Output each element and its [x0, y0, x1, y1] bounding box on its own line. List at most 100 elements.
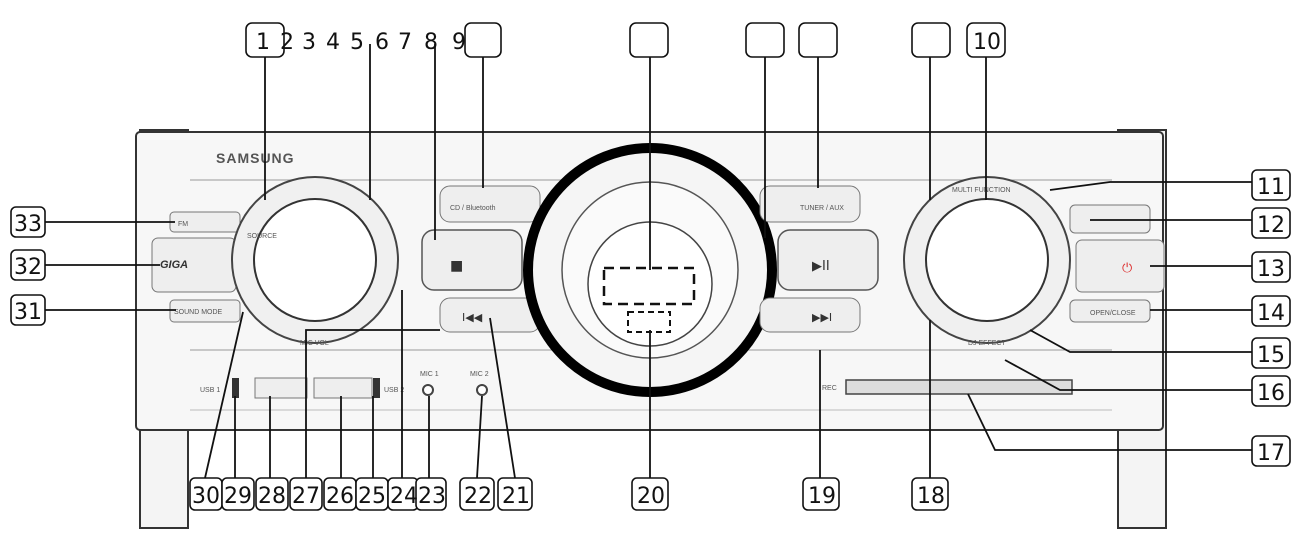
callout-box: [1251, 435, 1291, 467]
callout-box: [629, 22, 669, 58]
callout-box: [1251, 375, 1291, 407]
callout-4: 4: [326, 30, 340, 55]
volume-knob[interactable]: [253, 198, 377, 322]
callout-10: 10: [973, 30, 1001, 55]
usb-rec-area: [254, 377, 308, 399]
play-pause-button[interactable]: [777, 229, 879, 291]
callout-3: 3: [302, 30, 316, 55]
callout-box: [464, 22, 502, 58]
callout-16: 16: [1257, 381, 1285, 406]
callout-11: 11: [1257, 175, 1285, 200]
right-top-button[interactable]: [1069, 204, 1151, 234]
callout-21: 21: [502, 484, 530, 509]
rec-label: REC: [822, 385, 837, 392]
callout-box: [1251, 251, 1291, 283]
callout-box: [802, 477, 840, 511]
callout-box: [798, 22, 838, 58]
callout-22: 22: [464, 484, 492, 509]
usb1-label: USB 1: [200, 387, 220, 394]
mic2-label: MIC 2: [470, 371, 489, 378]
callout-30: 30: [192, 484, 220, 509]
tuner-aux-button[interactable]: [759, 185, 861, 223]
source-label: SOURCE: [247, 233, 277, 240]
open-close-button[interactable]: [1069, 299, 1151, 323]
callout-box: [1251, 337, 1291, 369]
tuner-aux-label: TUNER / AUX: [800, 205, 844, 212]
next-button[interactable]: [759, 297, 861, 333]
callout-32: 32: [14, 255, 42, 280]
callouts-top: [245, 22, 1006, 58]
mic1-label: MIC 1: [420, 371, 439, 378]
callouts-left: [10, 206, 46, 326]
brand-logo: SAMSUNG: [216, 150, 295, 166]
usb2-label: USB 2: [384, 387, 404, 394]
next-icon: ▶▶I: [812, 311, 832, 324]
callout-box: [497, 477, 533, 511]
callout-33: 33: [14, 212, 42, 237]
callout-box: [289, 477, 323, 511]
giga-sound-label: GIGA: [160, 259, 188, 271]
cd-bluetooth-button[interactable]: [439, 185, 541, 223]
stop-button[interactable]: [421, 229, 523, 291]
callout-31: 31: [14, 300, 42, 325]
stop-icon: ■: [450, 258, 463, 274]
callout-2: 2: [280, 30, 294, 55]
callout-5: 5: [350, 30, 364, 55]
play-pause-icon: ▶II: [812, 259, 830, 274]
callout-box: [745, 22, 785, 58]
callout-19: 19: [808, 484, 836, 509]
cd-bluetooth-label: CD / Bluetooth: [450, 205, 496, 212]
callout-box: [1251, 295, 1291, 327]
mic2-jack[interactable]: [476, 384, 488, 396]
multi-function-knob[interactable]: [925, 198, 1049, 322]
power-icon: ⏻: [1122, 261, 1132, 276]
callout-17: 17: [1257, 441, 1285, 466]
callout-box: [10, 206, 46, 238]
usb-port-1[interactable]: [232, 378, 239, 398]
mic-vol-label: MIC VOL: [300, 340, 329, 347]
callout-20: 20: [637, 484, 665, 509]
disc-slot: [845, 379, 1073, 395]
callout-box: [415, 477, 447, 511]
callout-box: [631, 477, 669, 511]
callout-box: [255, 477, 289, 511]
callout-18: 18: [917, 484, 945, 509]
callout-box: [1251, 169, 1291, 201]
prev-button[interactable]: [439, 297, 541, 333]
usb-port-2[interactable]: [373, 378, 380, 398]
callout-box: [459, 477, 495, 511]
open-close-label: OPEN/CLOSE: [1090, 310, 1136, 317]
callout-26: 26: [326, 484, 354, 509]
leader-lines: [45, 44, 1252, 479]
remote-sensor: [627, 311, 671, 333]
callout-1: 1: [256, 30, 270, 55]
usb-display: [313, 377, 373, 399]
callout-27: 27: [292, 484, 320, 509]
callout-box: [1251, 207, 1291, 239]
callout-box: [966, 22, 1006, 58]
callout-box: [10, 249, 46, 281]
prev-icon: I◀◀: [462, 311, 483, 324]
multi-function-label: MULTI FUNCTION: [952, 187, 1011, 194]
callouts-right: [1251, 169, 1291, 467]
callout-9: 9: [452, 30, 466, 55]
fm-label: FM: [178, 221, 188, 228]
callout-12: 12: [1257, 213, 1285, 238]
callout-box: [221, 477, 255, 511]
sound-mode-label: SOUND MODE: [174, 309, 223, 316]
callout-15: 15: [1257, 343, 1285, 368]
callout-6: 6: [375, 30, 389, 55]
display-window: [602, 266, 696, 306]
mic1-jack[interactable]: [422, 384, 434, 396]
callouts-bottom: [189, 477, 949, 511]
callout-24: 24: [390, 484, 418, 509]
dj-effect-label: DJ EFFECT: [968, 340, 1006, 347]
callout-25: 25: [358, 484, 386, 509]
callout-box: [911, 22, 951, 58]
callout-box: [911, 477, 949, 511]
callout-13: 13: [1257, 257, 1285, 282]
callout-box: [10, 294, 46, 326]
sound-mode-button[interactable]: [169, 299, 241, 323]
callout-8: 8: [424, 30, 438, 55]
